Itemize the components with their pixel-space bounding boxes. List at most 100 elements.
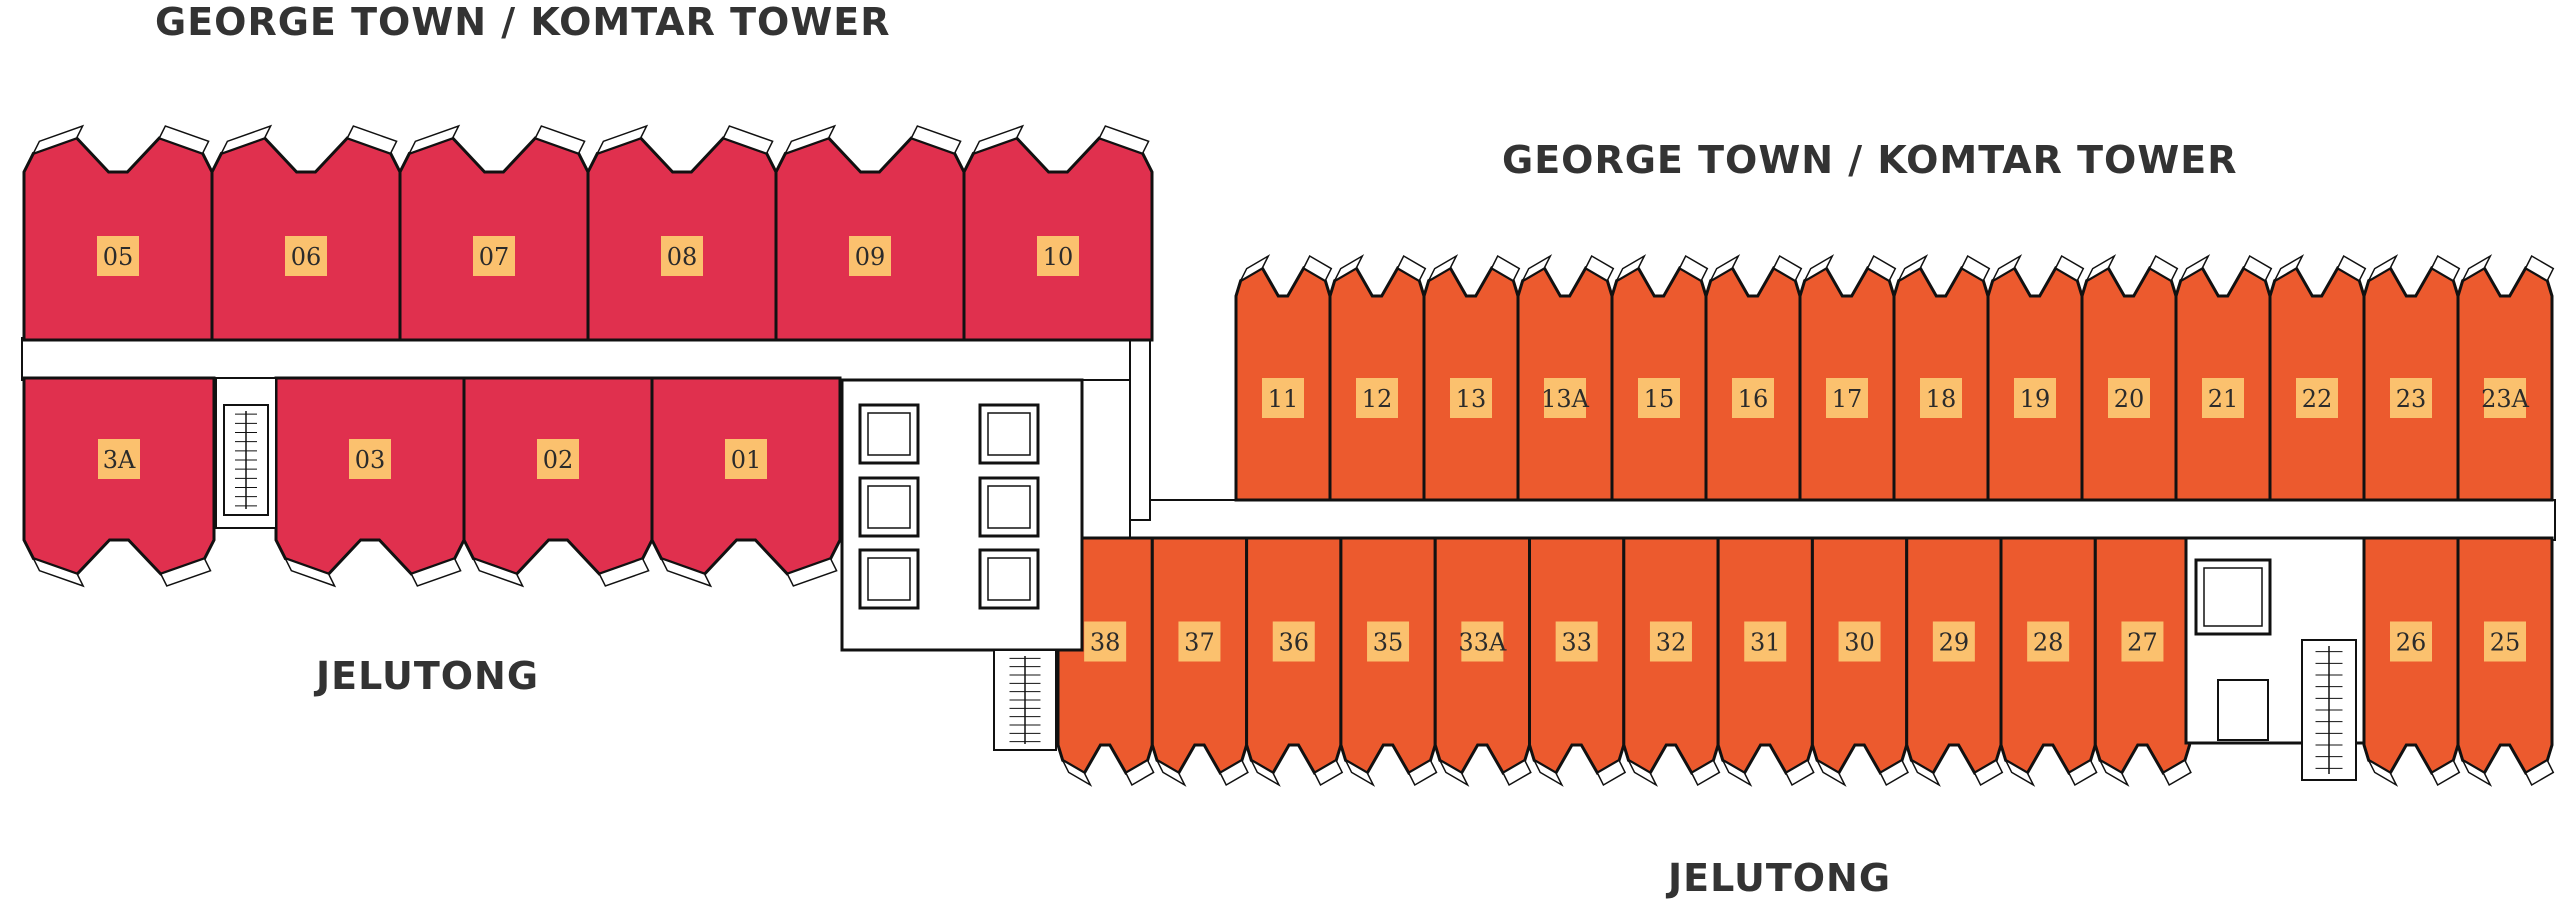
staircase: [2301, 639, 2357, 781]
north-direction-label-right: GEORGE TOWN / KOMTAR TOWER: [1502, 138, 2238, 182]
unit-number: 05: [103, 243, 134, 271]
unit-35[interactable]: 35: [1339, 536, 1438, 787]
window-sill: [346, 125, 398, 155]
unit-29[interactable]: 29: [1905, 536, 2004, 787]
unit-number-tag: [1367, 621, 1410, 662]
window-sill: [2430, 759, 2461, 787]
unit-number: 23A: [2481, 385, 2530, 413]
unit-36[interactable]: 36: [1245, 536, 1344, 787]
unit-20[interactable]: 20: [2080, 254, 2179, 502]
unit-number: 01: [731, 446, 762, 474]
utility-room: [2217, 679, 2269, 741]
window-sill: [410, 557, 462, 587]
unit-number: 37: [1184, 629, 1215, 657]
unit-19[interactable]: 19: [1986, 254, 2085, 502]
unit-09[interactable]: 09: [774, 124, 966, 342]
unit-number-tag: [1037, 236, 1079, 276]
unit-01[interactable]: 01: [650, 376, 842, 588]
unit-11[interactable]: 11: [1234, 254, 1333, 502]
window-sill: [910, 125, 962, 155]
lift-shaft: [978, 403, 1040, 465]
unit-number-tag: [1932, 621, 1975, 662]
unit-number: 17: [1832, 385, 1863, 413]
window-sill: [1960, 254, 1991, 282]
unit-08[interactable]: 08: [586, 124, 778, 342]
unit-28[interactable]: 28: [1999, 536, 2098, 787]
unit-10[interactable]: 10: [962, 124, 1154, 342]
unit-25[interactable]: 25: [2456, 536, 2555, 787]
corridors: [21, 279, 2556, 541]
unit-number: 29: [1939, 629, 1970, 657]
window-sill: [1502, 759, 1532, 787]
unit-07[interactable]: 07: [398, 124, 590, 342]
window-sill: [1302, 254, 1333, 282]
window-sill: [971, 124, 1025, 155]
unit-21[interactable]: 21: [2174, 254, 2273, 502]
unit-18[interactable]: 18: [1892, 254, 1991, 502]
window-sill: [2162, 759, 2192, 787]
unit-number-tag: [98, 439, 140, 479]
window-sill: [2366, 758, 2399, 787]
unit-17[interactable]: 17: [1798, 254, 1897, 502]
unit-16[interactable]: 16: [1704, 254, 1803, 502]
unit-number: 31: [1750, 629, 1781, 657]
unit-number-tag: [1084, 621, 1127, 662]
unit-31[interactable]: 31: [1716, 536, 1815, 787]
unit-number-tag: [97, 236, 139, 276]
unit-23a[interactable]: 23A: [2456, 254, 2555, 502]
unit-13a[interactable]: 13A: [1516, 254, 1615, 502]
unit-number-tag: [1838, 621, 1881, 662]
unit-27[interactable]: 27: [2093, 536, 2192, 787]
unit-number: 3A: [103, 446, 136, 474]
window-sill: [2054, 254, 2085, 282]
window-sill: [1407, 759, 1438, 787]
unit-02[interactable]: 02: [462, 376, 654, 588]
unit-number-tag: [2484, 621, 2526, 662]
window-sill: [158, 125, 210, 155]
unit-number: 07: [479, 243, 510, 271]
north-direction-label-left: GEORGE TOWN / KOMTAR TOWER: [155, 0, 891, 44]
window-sill: [1785, 759, 1815, 787]
unit-number-tag: [2202, 378, 2244, 418]
unit-number-tag: [1461, 621, 1504, 662]
unit-number-tag: [2296, 378, 2338, 418]
corridor: [1129, 499, 2556, 541]
unit-22[interactable]: 22: [2268, 254, 2367, 502]
unit-32[interactable]: 32: [1622, 536, 1721, 787]
unit-15[interactable]: 15: [1610, 254, 1709, 502]
unit-03[interactable]: 03: [274, 376, 466, 588]
window-sill: [1879, 759, 1909, 787]
unit-number: 20: [2114, 385, 2145, 413]
unit-3a[interactable]: 3A: [22, 376, 216, 588]
unit-number: 35: [1373, 629, 1404, 657]
window-sill: [786, 557, 838, 587]
unit-33[interactable]: 33: [1528, 536, 1627, 787]
unit-number-tag: [2108, 378, 2150, 418]
unit-06[interactable]: 06: [210, 124, 402, 342]
unit-number-tag: [1555, 621, 1598, 662]
window-sill: [407, 124, 461, 155]
unit-26[interactable]: 26: [2362, 536, 2461, 787]
unit-37[interactable]: 37: [1150, 536, 1249, 787]
unit-number: 06: [291, 243, 322, 271]
lift-shaft: [858, 476, 920, 538]
window-sill: [1124, 759, 1155, 787]
unit-30[interactable]: 30: [1810, 536, 1909, 787]
unit-23[interactable]: 23: [2362, 254, 2461, 502]
window-sill: [2098, 758, 2130, 787]
unit-05[interactable]: 05: [22, 124, 214, 342]
unit-33a[interactable]: 33A: [1433, 536, 1532, 787]
unit-12[interactable]: 12: [1328, 254, 1427, 502]
window-sill: [1426, 254, 1459, 283]
window-sill: [1909, 758, 1941, 787]
unit-number: 36: [1278, 629, 1309, 657]
window-sill: [1155, 758, 1187, 787]
unit-number-tag: [2014, 378, 2056, 418]
unit-number: 02: [543, 446, 574, 474]
window-sill: [1438, 758, 1470, 787]
unit-13[interactable]: 13: [1422, 254, 1521, 502]
window-sill: [31, 124, 85, 155]
window-sill: [1098, 125, 1150, 155]
corridor: [21, 337, 1133, 381]
